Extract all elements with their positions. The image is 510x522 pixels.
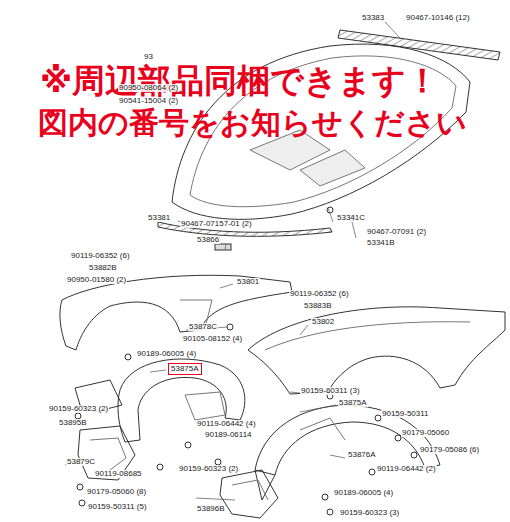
part-number: 90159-60311 (3) [300, 387, 361, 395]
part-number: 53883B [303, 302, 333, 310]
part-number: 53879C [66, 458, 96, 466]
part-number: 53341C [336, 214, 366, 222]
part-number: 53802 [311, 318, 335, 326]
part-number: 90189-06005 (4) [136, 350, 197, 358]
part-number: 90159-60323 (3) [339, 509, 400, 517]
fender-right [248, 307, 505, 394]
part-number: 90179-05060 [401, 429, 450, 437]
part-number: 90467-07157-01 (2) [180, 220, 253, 228]
part-number: 53896B [196, 505, 226, 513]
part-number: 90950-08064 (2) [118, 84, 179, 92]
part-number: 53801 [236, 278, 260, 286]
part-number: 90541-15004 (2) [118, 97, 179, 105]
part-number: 90179-05086 (6) [419, 446, 480, 454]
highlighted-part-number: 53875A [168, 363, 202, 375]
part-number: 90159-60323 (2) [48, 405, 109, 413]
part-number: 90950-01580 (2) [66, 276, 127, 284]
part-number: 53876A [347, 451, 377, 459]
part-number: 53383 [361, 14, 385, 22]
part-number: 53895B [58, 419, 88, 427]
notice-heading: 図内の番号をお知らせください [38, 108, 467, 138]
part-number: 90119-08685 [94, 470, 143, 478]
part-number: 53882B [88, 264, 118, 272]
part-number: 90119-06442 (4) [196, 420, 257, 428]
fender-liner-left [118, 359, 245, 442]
part-number: 53341B [366, 239, 396, 247]
part-number: 90119-06352 (6) [70, 252, 131, 260]
part-number: 90119-06442 (2) [376, 465, 437, 473]
fender-liner-right [255, 405, 440, 475]
liner-right-rib [300, 418, 345, 440]
hood-bolt [327, 207, 333, 213]
part-number: 53381 [147, 214, 171, 222]
part-number: 90159-50311 (5) [87, 503, 148, 511]
fender-right-crease [265, 322, 470, 350]
notice-heading: ※周辺部品同梱できます！ [40, 64, 439, 97]
shield-ribs [232, 480, 268, 500]
fender-left [60, 275, 292, 350]
clip-53866 [215, 244, 231, 250]
part-number: 53878C [188, 323, 218, 331]
shield-53896b [220, 470, 278, 518]
part-number: 93 [143, 53, 154, 61]
part-number: 90159-50311 [381, 410, 430, 418]
part-number: 90105-08152 (4) [182, 335, 243, 343]
part-number: 90159-60323 (2) [178, 465, 239, 473]
part-number: 53875A [338, 399, 368, 407]
part-number: 53866 [196, 236, 220, 244]
bolt-symbols [75, 354, 417, 515]
part-number: 90119-06352 (6) [289, 290, 350, 298]
part-number: 90467-07091 (2) [366, 228, 427, 236]
part-number: 90189-06114 [204, 431, 253, 439]
part-number: 90189-06005 (4) [333, 489, 394, 497]
liner-left-flap [185, 392, 225, 420]
part-number: 90179-05060 (8) [86, 488, 147, 496]
hood-insulator [250, 130, 365, 186]
part-number: 90467-10146 (12) [405, 14, 471, 22]
